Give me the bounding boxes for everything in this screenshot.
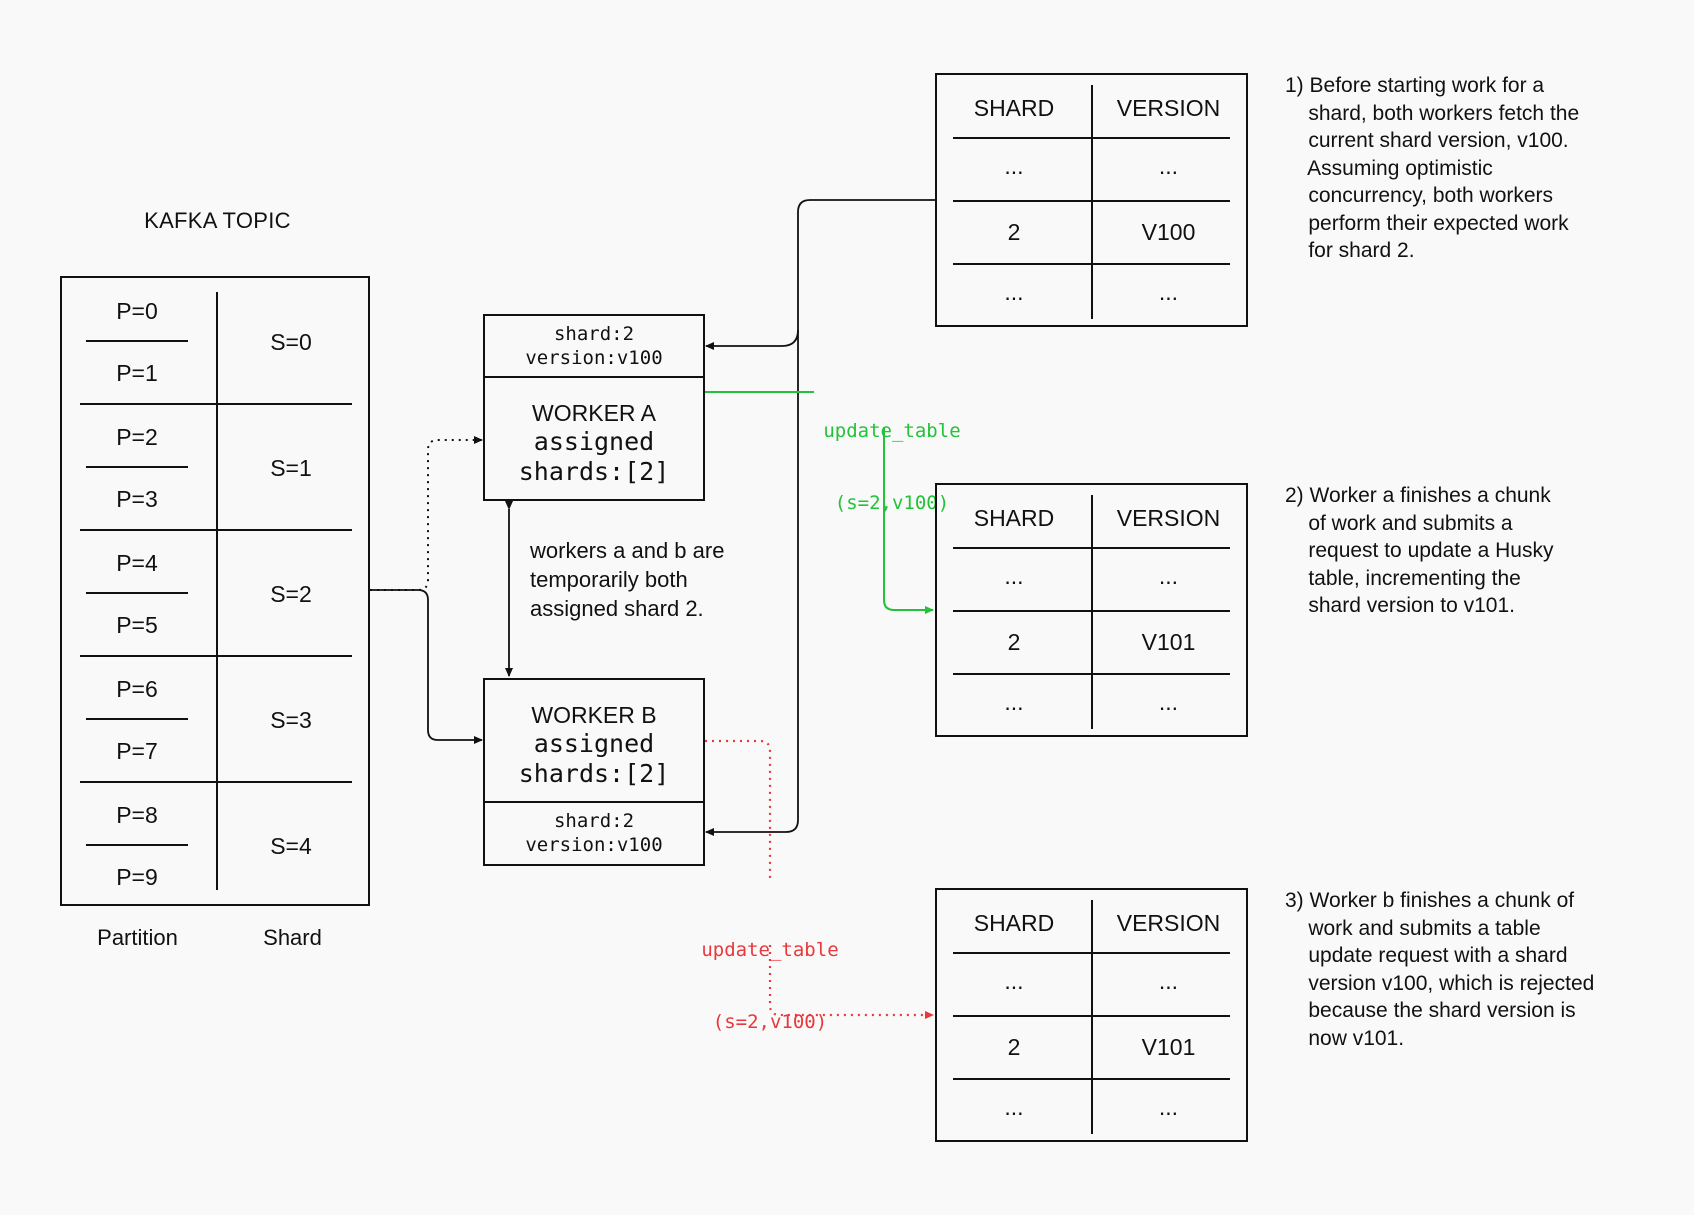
table-cell: V100 [1141, 219, 1196, 245]
table-cell: ... [1004, 153, 1024, 179]
wire-red-from-worker-b [705, 739, 772, 880]
kafka-topic-table: P=0 P=1 P=2 P=3 P=4 P=5 P=6 P=7 P=8 P=9 … [60, 276, 370, 906]
partition-cell: P=5 [116, 612, 158, 638]
worker-b-shard-label: shard:2 [553, 810, 635, 832]
table-header-version: VERSION [1116, 910, 1221, 936]
overlap-note: workers a and b are temporarily both ass… [530, 538, 725, 621]
table-header-version: VERSION [1116, 505, 1221, 531]
table-cell: 2 [1007, 1034, 1021, 1060]
worker-b-box: WORKER B assigned shards:[2] [483, 678, 705, 803]
worker-b-assigned: assigned [533, 729, 655, 758]
table-cell: ... [1158, 689, 1179, 715]
table-cell: V101 [1141, 1034, 1196, 1060]
table-cell: ... [1004, 279, 1024, 305]
partition-axis-label: Partition [97, 925, 178, 950]
table-cell: ... [1004, 1094, 1024, 1120]
worker-b-version-box: shard:2 version:v100 [483, 801, 705, 866]
shard-axis-label: Shard [263, 925, 322, 950]
shard-cell: S=3 [270, 707, 312, 733]
table-column-divider [1091, 900, 1093, 1134]
worker-a-box: WORKER A assigned shards:[2] [483, 376, 705, 501]
table-cell: 2 [1007, 629, 1021, 655]
table-cell: V101 [1141, 629, 1196, 655]
table-row-divider [953, 952, 1230, 954]
update-green-line1: update_table [823, 420, 961, 442]
table-cell: 2 [1007, 219, 1021, 245]
table-header-shard: SHARD [973, 95, 1055, 121]
wire-kafka-to-worker-a [370, 436, 483, 591]
husky-table-2: SHARD VERSION ... ... 2 V101 ... ... [935, 483, 1248, 737]
worker-b-shards: shards:[2] [518, 759, 670, 788]
table-header-shard: SHARD [973, 505, 1055, 531]
partition-cell: P=1 [116, 360, 158, 386]
table-row-divider [953, 547, 1230, 549]
update-green-line2: (s=2,v100) [834, 492, 950, 514]
table-row-divider [953, 200, 1230, 202]
table-cell: ... [1004, 689, 1024, 715]
table-row-divider [953, 1015, 1230, 1017]
update-table-green-label: update_table (s=2,v100) [812, 371, 972, 563]
update-red-line2: (s=2,v100) [712, 1011, 828, 1033]
table-cell: ... [1158, 1094, 1179, 1120]
table-cell: ... [1004, 968, 1024, 994]
table-cell: ... [1004, 563, 1024, 589]
shard-separator [80, 403, 352, 405]
partition-cell: P=9 [116, 864, 158, 890]
partition-cell: P=2 [116, 424, 158, 450]
worker-b-title: WORKER B [531, 702, 657, 728]
shard-cell: S=1 [270, 455, 312, 481]
partition-cell: P=7 [116, 738, 158, 764]
partition-separator [86, 466, 188, 468]
table-header-version: VERSION [1116, 95, 1221, 121]
worker-a-assigned: assigned [533, 427, 655, 456]
partition-separator [86, 844, 188, 846]
shard-separator [80, 781, 352, 783]
partition-separator [86, 340, 188, 342]
table-row-divider [953, 610, 1230, 612]
table-column-divider [1091, 85, 1093, 319]
kafka-column-divider [216, 292, 218, 890]
husky-table-1: SHARD VERSION ... ... 2 V100 ... ... [935, 73, 1248, 327]
step-2-note: 2) Worker a finishes a chunk of work and… [1285, 484, 1554, 617]
table-row-divider [953, 137, 1230, 139]
partition-cell: P=4 [116, 550, 158, 576]
wire-kafka-to-worker-b [370, 589, 483, 744]
table-column-divider [1091, 495, 1093, 729]
update-table-red-label: update_table (s=2,v100) [690, 890, 850, 1082]
table-cell: ... [1158, 279, 1179, 305]
worker-b-version-label: version:v100 [525, 834, 663, 856]
kafka-topic-title: KAFKA TOPIC [144, 208, 291, 233]
step-3-note: 3) Worker b finishes a chunk of work and… [1285, 889, 1595, 1050]
table-row-divider [953, 673, 1230, 675]
worker-a-shards: shards:[2] [518, 457, 670, 486]
worker-a-version-label: version:v100 [525, 347, 663, 369]
table-header-shard: SHARD [973, 910, 1055, 936]
husky-table-3: SHARD VERSION ... ... 2 V101 ... ... [935, 888, 1248, 1142]
partition-cell: P=0 [116, 298, 158, 324]
table-cell: ... [1158, 563, 1179, 589]
update-red-line1: update_table [701, 939, 839, 961]
wire-table1-to-worker-a [705, 329, 799, 350]
partition-separator [86, 592, 188, 594]
partition-cell: P=8 [116, 802, 158, 828]
partition-cell: P=6 [116, 676, 158, 702]
shard-cell: S=4 [270, 833, 312, 859]
table-row-divider [953, 1078, 1230, 1080]
shard-cell: S=2 [270, 581, 312, 607]
shard-separator [80, 529, 352, 531]
shard-cell: S=0 [270, 329, 312, 355]
worker-a-title: WORKER A [532, 400, 656, 426]
worker-a-version-box: shard:2 version:v100 [483, 314, 705, 378]
partition-separator [86, 718, 188, 720]
step-1-note: 1) Before starting work for a shard, bot… [1285, 74, 1580, 262]
worker-a-shard-label: shard:2 [553, 323, 635, 345]
table-row-divider [953, 263, 1230, 265]
partition-cell: P=3 [116, 486, 158, 512]
table-cell: ... [1158, 153, 1179, 179]
shard-separator [80, 655, 352, 657]
table-cell: ... [1158, 968, 1179, 994]
